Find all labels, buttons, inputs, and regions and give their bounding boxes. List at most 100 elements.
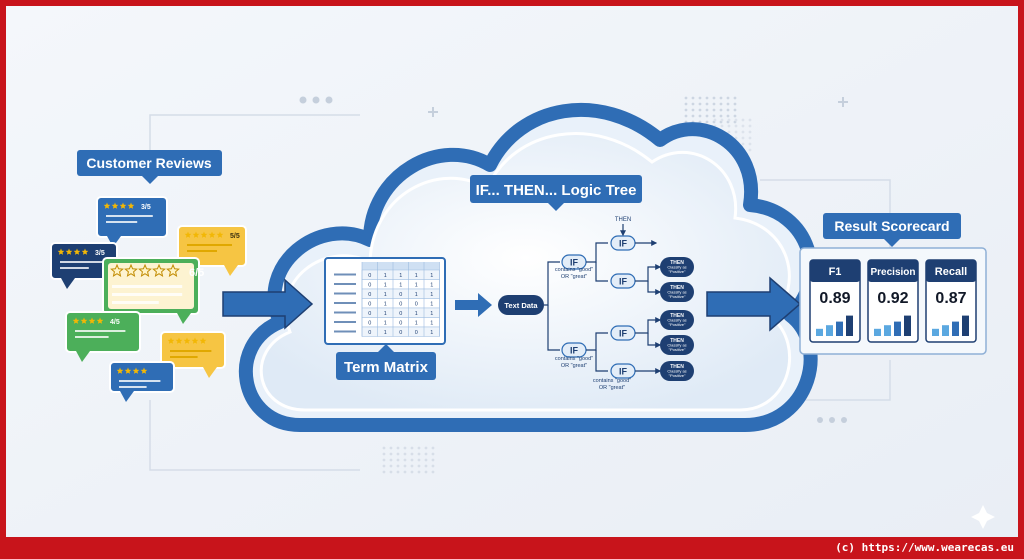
- matrix-cell: 1: [415, 321, 418, 327]
- metric-name: Recall: [935, 266, 967, 278]
- star-icon: [88, 317, 96, 324]
- svg-text:Term Matrix: Term Matrix: [344, 359, 429, 376]
- then-node-label: "Positive": [669, 269, 686, 274]
- matrix-cell: 0: [368, 283, 371, 289]
- then-node-label: Classify as: [667, 290, 686, 295]
- metric-bar: [952, 321, 959, 336]
- condition-label: contains "good": [555, 356, 593, 362]
- metric-bar: [836, 321, 843, 336]
- matrix-row-label: [334, 273, 356, 276]
- star-icon: [57, 248, 65, 255]
- star-icon: [73, 248, 81, 255]
- root-node-label: Text Data: [504, 301, 538, 310]
- star-icon: [166, 263, 180, 277]
- review-rating: 3/5: [95, 250, 105, 257]
- star-icon: [116, 367, 124, 374]
- then-node-label: "Positive": [669, 294, 686, 299]
- tree-edge: [547, 305, 560, 351]
- matrix-cell: 1: [430, 330, 433, 336]
- condition-label: OR "great": [561, 363, 587, 369]
- star-icon: [80, 317, 88, 324]
- star-icon: [200, 231, 208, 238]
- matrix-row-label: [334, 302, 356, 304]
- tree-edge: [647, 281, 662, 295]
- tree-edge: [586, 242, 608, 263]
- star-icon: [81, 248, 89, 255]
- review-rating: 5/5: [230, 233, 240, 240]
- matrix-cell: 0: [399, 292, 402, 298]
- matrix-cell: 0: [368, 273, 371, 279]
- matrix-cell: 1: [384, 321, 387, 327]
- review-bubble: [160, 331, 226, 378]
- star-icon: [208, 231, 216, 238]
- star-icon: [184, 231, 192, 238]
- then-node-label: "Positive": [669, 322, 686, 327]
- star-icon: [111, 202, 119, 209]
- star-icon: [152, 263, 166, 277]
- matrix-row-label: [334, 321, 356, 323]
- matrix-cell: 0: [368, 302, 371, 308]
- then-label: THEN: [615, 217, 631, 223]
- matrix-cell: 1: [430, 311, 433, 317]
- star-icon: [216, 231, 224, 238]
- if-node-label: IF: [619, 239, 628, 249]
- matrix-cell: 0: [399, 321, 402, 327]
- copyright-text: (c) https://www.wearecas.eu: [835, 541, 1014, 554]
- matrix-cell: 1: [399, 283, 402, 289]
- matrix-cell: 0: [368, 321, 371, 327]
- metric-value: 0.89: [819, 290, 850, 307]
- footer-bar: (c) https://www.wearecas.eu: [0, 538, 1024, 559]
- matrix-cell: 1: [430, 292, 433, 298]
- star-icon: [124, 263, 138, 277]
- matrix-cell: 1: [415, 273, 418, 279]
- metric-bar: [826, 325, 833, 336]
- review-bubble: 3/5: [50, 242, 118, 289]
- review-bubble: 4/5: [65, 311, 141, 362]
- then-node: [660, 335, 694, 355]
- matrix-row-label: [334, 330, 356, 333]
- star-icon: [119, 202, 127, 209]
- then-node: [660, 310, 694, 330]
- root-node: [498, 295, 544, 315]
- tree-edge: [635, 264, 662, 282]
- tree-edge: [647, 333, 662, 348]
- review-bubble: 6/5: [102, 257, 204, 324]
- then-node-label: Classify as: [667, 318, 686, 323]
- matrix-cell: 1: [384, 283, 387, 289]
- sparkle-icon: [971, 505, 995, 529]
- matrix-cell: 0: [399, 311, 402, 317]
- review-bubble: [109, 361, 175, 402]
- metric-value: 0.87: [935, 290, 966, 307]
- then-node-label: THEN: [670, 313, 684, 319]
- star-icon: [96, 317, 104, 324]
- star-icon: [138, 263, 152, 277]
- then-node-label: THEN: [670, 338, 684, 344]
- if-node-label: IF: [619, 277, 628, 287]
- metric-bar: [816, 328, 823, 336]
- matrix-cell: 1: [384, 311, 387, 317]
- metric-name: F1: [829, 266, 842, 278]
- matrix-cell: 1: [384, 292, 387, 298]
- review-rating: 4/5: [110, 319, 120, 326]
- then-node-label: THEN: [670, 285, 684, 291]
- star-icon: [103, 202, 111, 209]
- matrix-cell: 1: [399, 273, 402, 279]
- matrix-cell: 1: [430, 302, 433, 308]
- star-icon: [140, 367, 148, 374]
- flow-arrow-middle: [455, 293, 492, 317]
- flow-arrow-right: [706, 276, 802, 332]
- metric-value: 0.92: [877, 290, 908, 307]
- matrix-cell: 0: [368, 311, 371, 317]
- condition-label: contains "good": [555, 267, 593, 273]
- decor-dots: [299, 96, 847, 423]
- star-icon: [65, 248, 73, 255]
- tree-edge: [595, 350, 608, 372]
- then-node: [660, 361, 694, 381]
- then-node: [660, 282, 694, 302]
- then-node-label: Classify as: [667, 265, 686, 270]
- tree-edge: [635, 317, 662, 334]
